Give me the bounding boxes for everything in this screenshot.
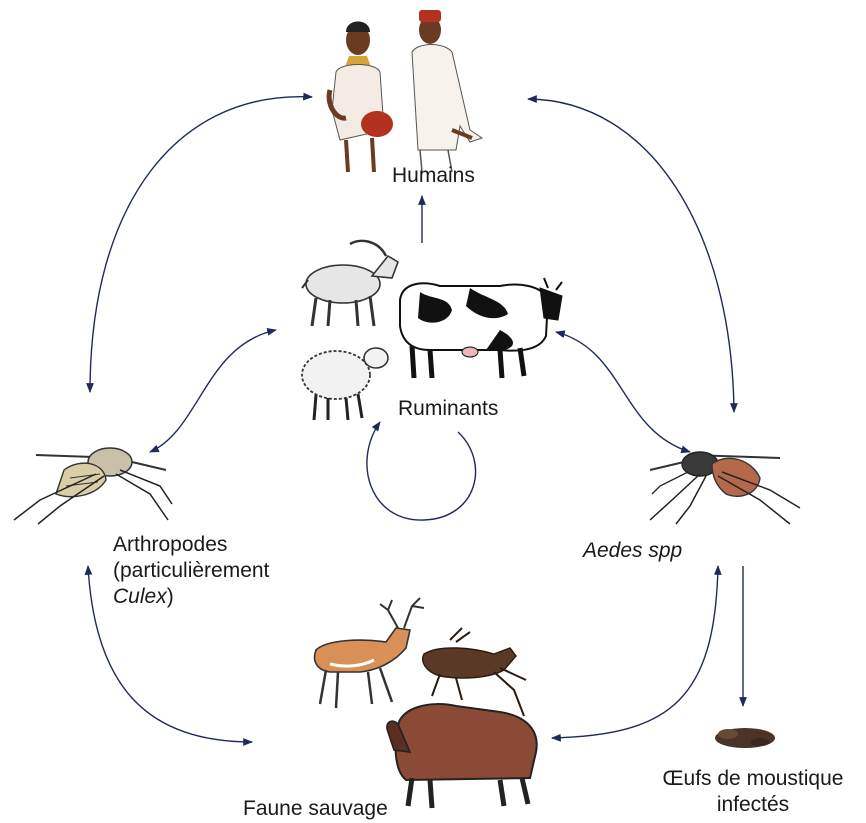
arthropods-label-line1: Arthropodes [113, 532, 269, 558]
wildlife-illustration [315, 598, 537, 808]
wildlife-label: Faune sauvage [243, 796, 388, 822]
arrow-humans-aedes [528, 99, 734, 412]
eggs-label-line2: infectés [643, 792, 863, 818]
culex-label: Culex [113, 585, 167, 608]
arthropods-close-paren: ) [167, 585, 174, 608]
arrow-wildlife-aedes [552, 566, 718, 738]
arrow-ruminants-loop [367, 422, 476, 520]
culex-mosquito-illustration [14, 448, 172, 524]
arthropods-label-line3: Culex) [113, 584, 269, 610]
sheep-icon [302, 348, 388, 420]
arrow-ruminants-aedes [556, 332, 690, 452]
cow-icon [400, 278, 562, 378]
eggs-label-line1: Œufs de moustique [643, 766, 863, 792]
aedes-mosquito-illustration [650, 452, 800, 524]
aedes-label: Aedes spp [583, 538, 682, 564]
arrow-humans-culex [90, 97, 312, 392]
ruminants-illustration [302, 241, 562, 420]
ruminants-label: Ruminants [398, 396, 498, 422]
eggs-label: Œufs de moustique infectés [643, 766, 863, 818]
arthropods-label: Arthropodes (particulièrement Culex) [113, 532, 269, 610]
mosquito-eggs-illustration [715, 728, 775, 748]
deer-icon [315, 598, 424, 708]
bison-icon [387, 704, 537, 808]
humans-illustration [329, 10, 482, 172]
antelope-icon [423, 628, 526, 716]
goat-icon [302, 241, 398, 326]
humans-label: Humains [392, 163, 475, 189]
arthropods-label-line2: (particulièrement [113, 558, 269, 584]
arrow-ruminants-culex [150, 330, 276, 452]
